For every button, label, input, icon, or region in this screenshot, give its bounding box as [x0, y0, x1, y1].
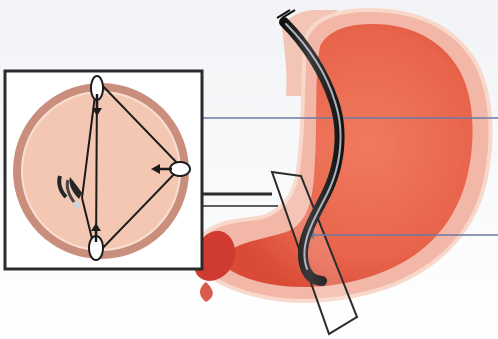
- diagram-stage: [0, 0, 498, 339]
- stomach-diagram: [0, 0, 498, 339]
